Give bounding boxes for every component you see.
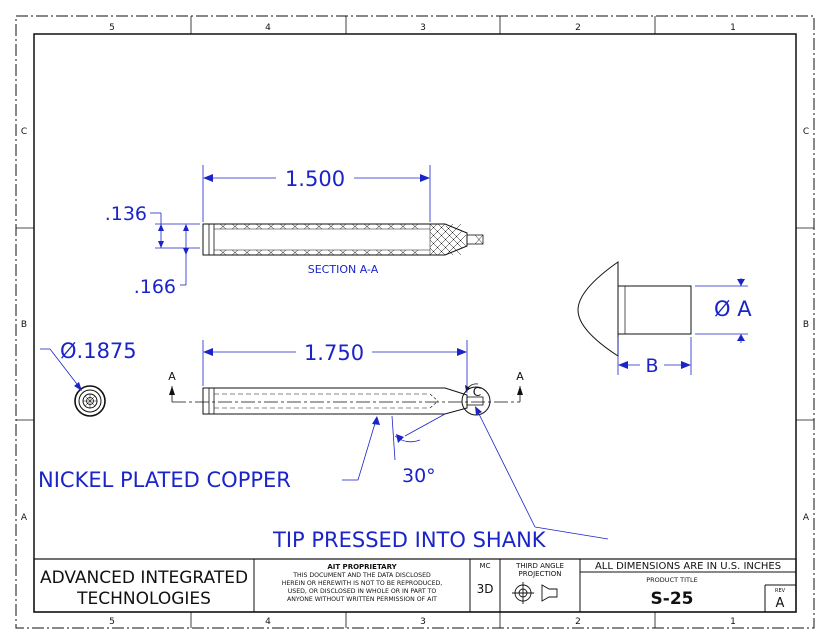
proprietary-line3: USED, OR DISCLOSED IN WHOLE OR IN PART T…	[288, 588, 437, 595]
section-view: 1.500 .136 .166 SECTION A-A	[105, 165, 484, 298]
section-body-outline	[202, 223, 468, 256]
zone-col-4-top: 4	[265, 23, 271, 33]
third-angle-projection-icon	[512, 582, 558, 604]
zone-row-b-right: B	[803, 320, 809, 330]
zone-col-4-bottom: 4	[265, 617, 271, 627]
projection-label-line1: THIRD ANGLE	[515, 562, 564, 570]
zone-col-3-bottom: 3	[420, 617, 426, 627]
zone-col-2-bottom: 2	[575, 617, 581, 627]
detail-shank-outline	[617, 285, 692, 335]
end-view-diameter-dim: Ø.1875	[60, 339, 137, 363]
detail-c-marker: C	[473, 385, 481, 399]
section-marker-left: A	[168, 370, 176, 383]
detail-head-outline	[577, 261, 619, 357]
zone-col-3-top: 3	[420, 23, 426, 33]
company-name-line1: ADVANCED INTEGRATED	[40, 568, 248, 588]
proprietary-line1: THIS DOCUMENT AND THE DATA DISCLOSED	[292, 572, 431, 579]
outer-border	[15, 15, 815, 629]
end-view: Ø.1875	[40, 339, 137, 417]
detail-diameter-dim: Ø A	[714, 297, 752, 321]
detail-view: Ø A B	[577, 261, 752, 377]
proprietary-line2: HEREIN OR HEREWITH IS NOT TO BE REPRODUC…	[282, 580, 443, 587]
zone-row-c-left: C	[21, 127, 27, 137]
section-label: SECTION A-A	[308, 263, 379, 276]
section-tip	[466, 234, 484, 245]
section-upper-diameter-dim: .136	[105, 203, 147, 225]
proprietary-heading: AIT PROPRIETARY	[327, 563, 397, 571]
title-block: ADVANCED INTEGRATED TECHNOLOGIES AIT PRO…	[33, 558, 797, 613]
material-note: NICKEL PLATED COPPER	[38, 468, 291, 492]
rev-label: REV	[775, 588, 786, 594]
proprietary-line4: ANYONE WITHOUT WRITTEN PERMISSION OF AIT	[287, 596, 437, 603]
section-hatching	[219, 223, 467, 256]
main-view: A A C 1.750 30°	[38, 340, 609, 552]
zone-row-a-left: A	[21, 513, 28, 523]
zone-row-b-left: B	[21, 320, 27, 330]
zone-col-1-bottom: 1	[730, 617, 736, 627]
product-title: S-25	[651, 589, 694, 609]
tip-angle-dim: 30°	[402, 465, 436, 487]
zone-row-a-right: A	[803, 513, 810, 523]
main-body-outline	[202, 387, 468, 415]
zone-col-5-bottom: 5	[109, 617, 115, 627]
section-lower-diameter-dim: .166	[134, 276, 176, 298]
main-tip	[466, 396, 484, 406]
section-marker-right: A	[516, 370, 524, 383]
mc-label: MC	[480, 562, 491, 570]
section-length-dim: 1.500	[285, 167, 345, 191]
units-note: ALL DIMENSIONS ARE IN U.S. INCHES	[595, 561, 781, 572]
zone-col-2-top: 2	[575, 23, 581, 33]
mc-value: 3D	[477, 582, 494, 596]
inner-border	[33, 33, 797, 613]
zone-col-5-top: 5	[109, 23, 115, 33]
product-title-label: PRODUCT TITLE	[646, 576, 697, 584]
zone-col-1-top: 1	[730, 23, 736, 33]
detail-length-dim: B	[645, 355, 658, 377]
main-length-dim: 1.750	[304, 341, 364, 365]
rev-value: A	[776, 596, 785, 611]
zone-separators	[16, 16, 814, 628]
tip-note: TIP PRESSED INTO SHANK	[272, 528, 547, 552]
company-name-line2: TECHNOLOGIES	[76, 589, 211, 609]
projection-label-line2: PROJECTION	[518, 570, 561, 578]
zone-row-c-right: C	[803, 127, 809, 137]
